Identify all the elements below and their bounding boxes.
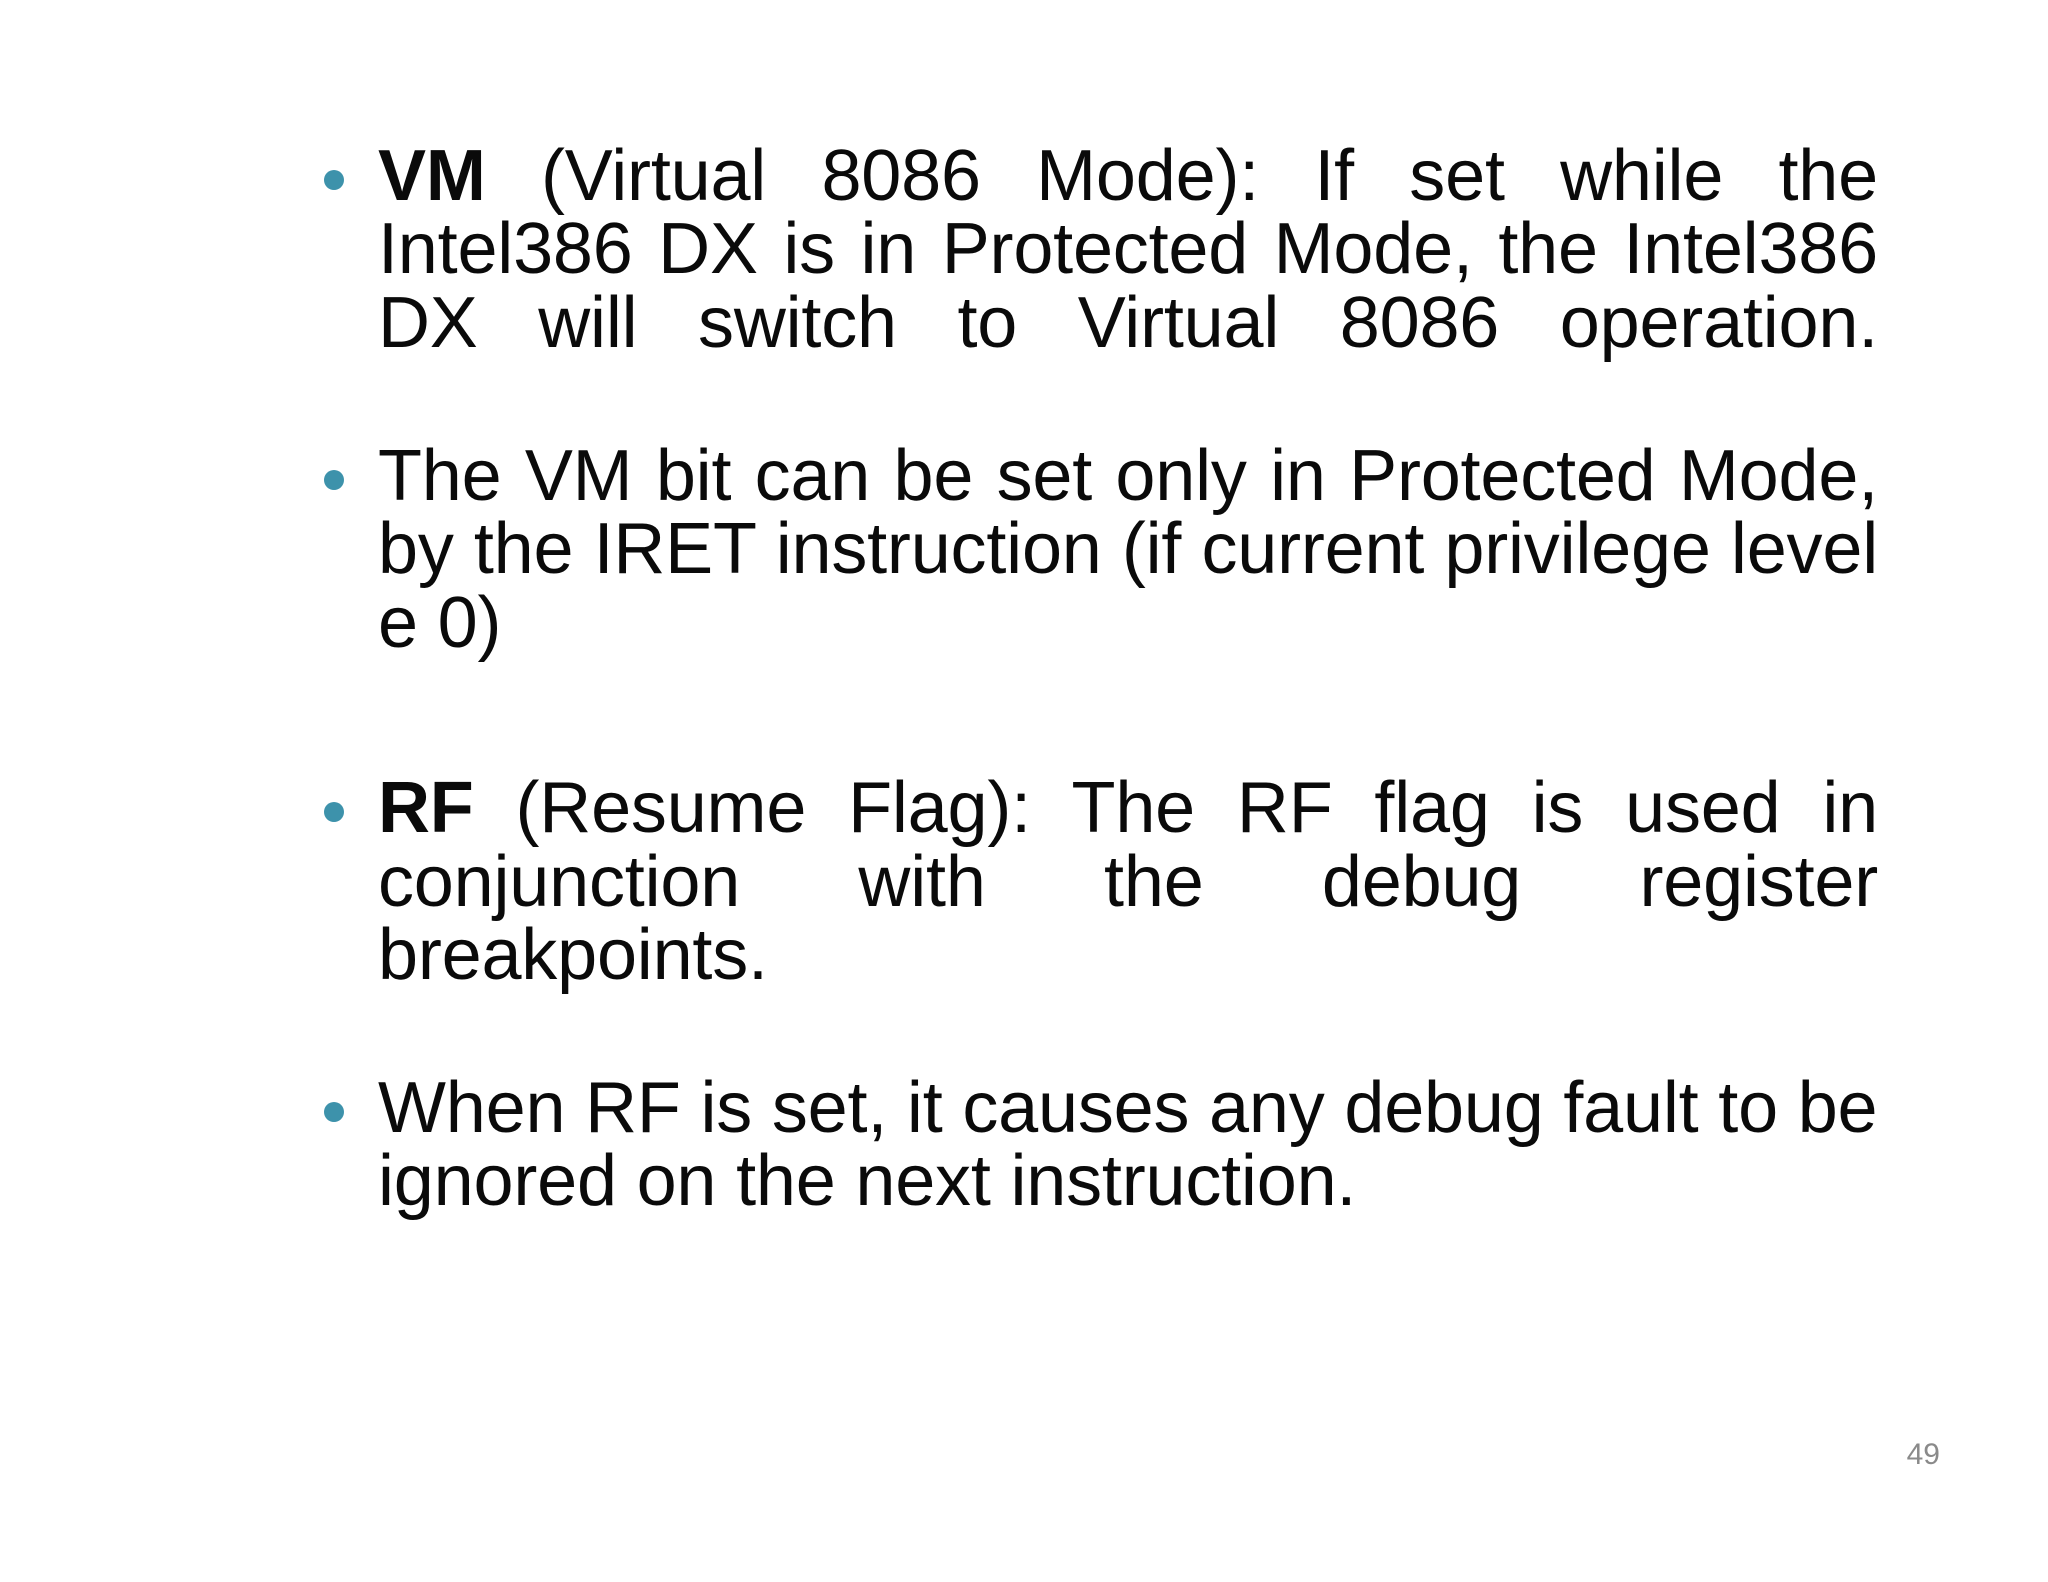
bullet-dot-icon xyxy=(324,1102,344,1123)
bullet-dot-icon xyxy=(324,469,344,490)
page-number: 49 xyxy=(1906,1438,1940,1471)
bullet-body-text: The VM bit can be set only in Protected … xyxy=(378,435,1878,663)
bullet-dot-icon xyxy=(324,170,344,191)
bullet-dot-icon xyxy=(324,802,344,823)
bullet-item-rf-flag: RF (Resume Flag): The RF flag is used in… xyxy=(300,771,1878,1066)
bullet-item-rf-set-behavior: When RF is set, it causes any debug faul… xyxy=(300,1071,1878,1219)
bullet-item-vm-flag: VM (Virtual 8086 Mode): If set while the… xyxy=(300,139,1878,434)
bullet-lead-term: VM xyxy=(378,136,486,216)
bullet-item-vm-bit-set: The VM bit can be set only in Protected … xyxy=(300,439,1878,660)
bullet-body-text: (Resume Flag): The RF flag is used in co… xyxy=(378,768,1878,995)
bullet-body-text: When RF is set, it causes any debug faul… xyxy=(378,1067,1878,1222)
slide-content-body: VM (Virtual 8086 Mode): If set while the… xyxy=(300,139,1878,1219)
bullet-lead-term: RF xyxy=(378,768,474,849)
blank-line-spacer xyxy=(300,660,1878,772)
bullet-body-text: (Virtual 8086 Mode): If set while the In… xyxy=(378,136,1878,363)
